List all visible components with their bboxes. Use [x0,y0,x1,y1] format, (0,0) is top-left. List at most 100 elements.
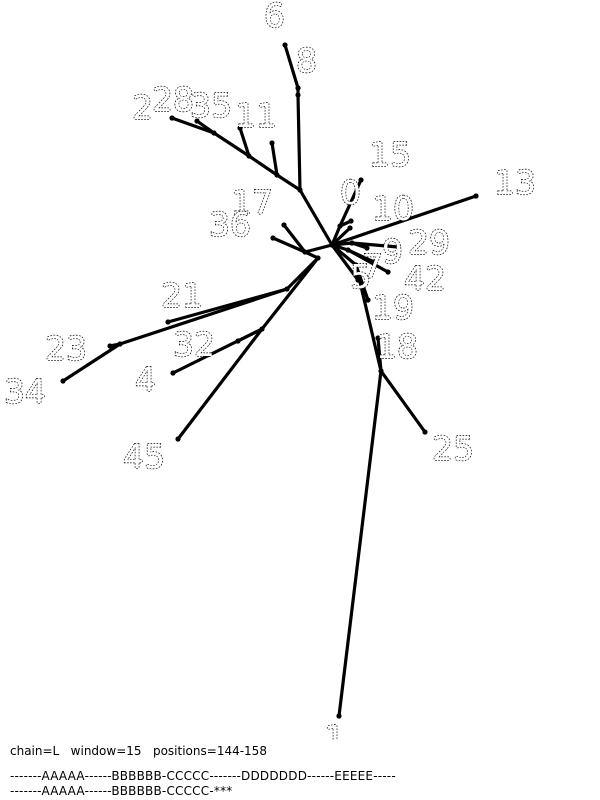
leaf-label-10: 10 [372,189,414,228]
leaf-label-15: 15 [369,135,411,174]
node-i_11 [274,172,280,178]
branch-root-i_17 [303,243,334,254]
tree-node-dots [60,42,479,719]
leaf-label-6: 6 [264,0,285,35]
leaf-label-0: 0 [340,173,361,212]
node-i_down [353,262,359,268]
branch-root-leaf_10 [330,226,352,247]
branch-i_11-i_35 [247,154,279,177]
node-leaf_9 [364,245,370,251]
leaf-label-19: 19 [372,288,414,327]
node-leaf_10 [347,225,353,231]
node-leaf_21 [165,319,171,325]
branch-i_9-leaf_9 [350,241,369,250]
branch-root-i_up [298,188,334,247]
node-leaf_35 [237,125,243,131]
leaf-label-13: 13 [494,163,536,202]
node-leaf_6 [282,42,288,48]
node-leaf_7 [371,259,377,265]
node-leaf_32 [235,338,241,344]
leaf-label-23: 23 [45,329,87,368]
node-i_up [297,187,303,193]
branch-i_left-i_32 [260,256,320,331]
leaf-label-8: 8 [296,41,317,80]
node-leaf_11 [269,140,275,146]
branch-leaf_8-leaf_6 [283,43,300,90]
branch-i_18-leaf_1 [337,369,383,718]
node-i_35 [246,153,252,159]
node-i_32 [259,326,265,332]
node-leaf_34 [60,378,66,384]
branch-root-leaf_5 [330,243,360,282]
branch-i_down-i_18 [354,263,383,373]
node-leaf_42 [385,269,391,275]
node-leaf_19 [365,297,371,303]
node-i_left [315,255,321,261]
leaf-label-35: 35 [190,86,232,125]
node-i_17 [302,249,308,255]
branch-i_17-leaf_17 [282,223,307,254]
branch-i_17-leaf_36 [271,236,307,254]
sequence-line-1: -------AAAAA------BBBBBB-CCCCC-------DDD… [10,769,396,783]
node-leaf_2 [169,115,175,121]
leaf-label-9: 9 [382,232,403,271]
branch-i_11-leaf_11 [270,141,279,177]
node-leaf_5 [355,277,361,283]
branch-i_7-leaf_42 [346,248,390,274]
leaf-label-7: 7 [362,247,383,286]
node-leaf_18 [375,335,381,341]
branch-i_23-leaf_34 [61,342,122,383]
leaf-label-25: 25 [432,429,474,468]
node-i_9 [349,240,355,246]
node-leaf_4 [170,370,176,376]
node-i_0 [337,223,343,229]
leaf-label-17: 17 [231,183,273,222]
node-i_18 [378,368,384,374]
leaf-label-45: 45 [123,437,165,476]
node-i_28 [211,130,217,136]
node-i_21 [284,286,290,292]
window-info: chain=L window=15 positions=144-158 [10,744,267,758]
branch-i_35-leaf_35 [238,126,251,158]
node-leaf_28 [194,118,200,124]
branch-i_35-i_28 [212,131,251,158]
leaf-label-34: 34 [4,372,46,411]
branch-i_up-i_11 [275,173,302,192]
leaf-label-42: 42 [404,259,446,298]
leaf-label-1: 1 [324,718,345,740]
branch-i_32-leaf_4 [171,327,264,375]
branch-i_28-leaf_2 [170,116,216,135]
node-leaf_23 [107,343,113,349]
node-leaf_0 [348,218,354,224]
branch-i_32-leaf_45 [176,327,264,441]
leaf-label-28: 28 [152,80,194,119]
tree-branches [61,43,478,718]
branch-i_21-i_23 [118,287,289,346]
node-leaf_25 [422,429,428,435]
node-leaf_45 [175,436,181,442]
node-leaf_15 [358,177,364,183]
node-leaf_17 [281,222,287,228]
node-i_up8 [295,92,301,98]
branch-i_18-leaf_18 [376,336,383,373]
node-i_23 [117,341,123,347]
node-leaf_36 [270,235,276,241]
node-leaf_13 [473,193,479,199]
leaf-label-4: 4 [135,360,156,399]
leaf-label-32: 32 [173,325,215,364]
branch-root-i_down [330,243,358,267]
leaf-label-21: 21 [161,276,203,315]
leaf-label-18: 18 [376,327,418,366]
node-leaf_1 [336,713,342,719]
leaf-label-11: 11 [235,96,277,135]
node-leaf_29 [395,244,401,250]
leaf-label-29: 29 [408,223,450,262]
branch-root-leaf_13 [330,194,478,247]
node-root [329,242,335,248]
branch-i_0-leaf_15 [338,178,363,228]
branch-i_18-leaf_25 [379,369,427,434]
leaf-label-2: 2 [132,88,153,127]
leaf-label-36: 36 [209,205,251,244]
